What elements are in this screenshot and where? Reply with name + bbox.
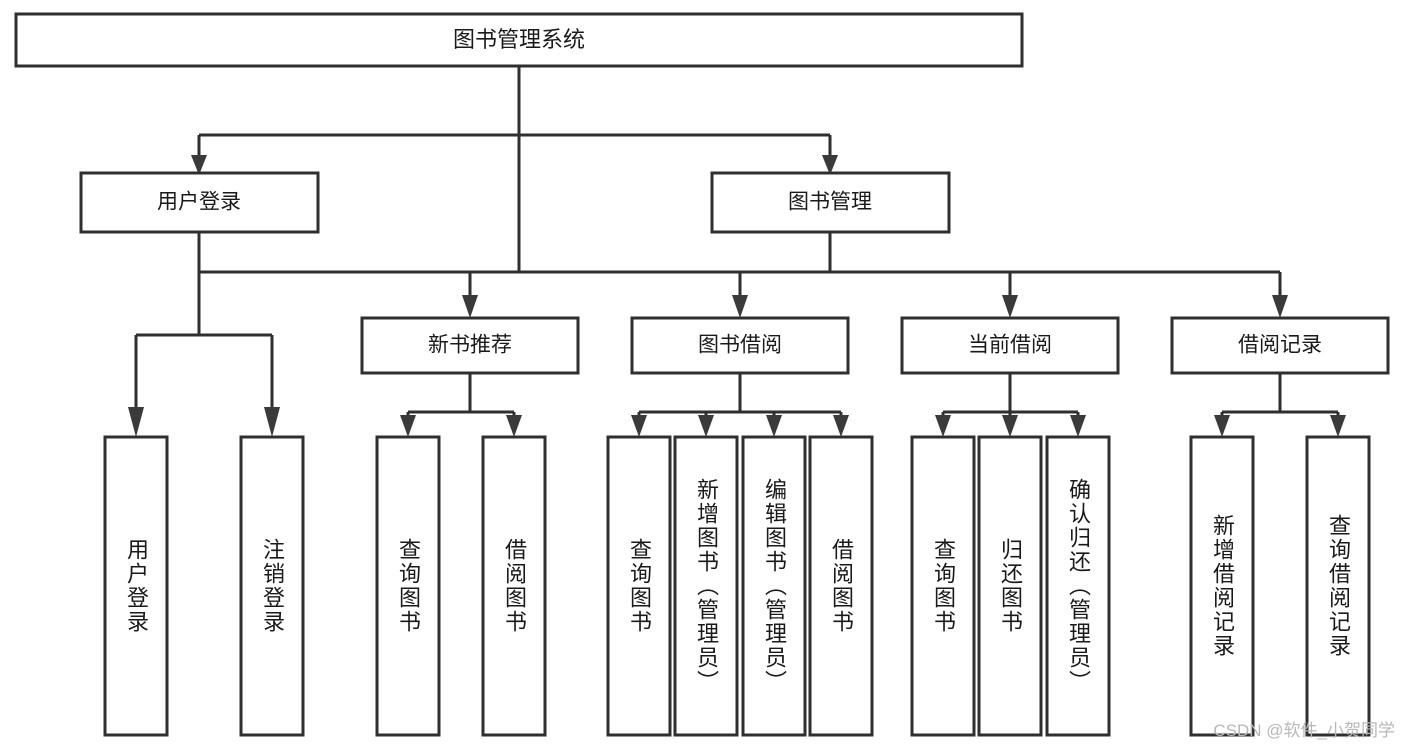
arrow-leaf-borrow-book-1 — [506, 415, 522, 437]
arrow-leaf-logout — [264, 407, 280, 437]
arrow-book-borrow — [732, 295, 748, 318]
node-user-login-box[interactable] — [79, 171, 320, 234]
node-book-management-box[interactable] — [710, 171, 951, 234]
arrow-leaf-add-book — [698, 415, 714, 437]
node-root-box[interactable] — [14, 12, 1024, 68]
arrow-user-login — [191, 155, 207, 175]
node-new-book-recommend-box[interactable] — [360, 316, 580, 375]
node-current-borrow-label: 当前借阅 — [968, 334, 1052, 357]
node-book-borrow-label: 图书借阅 — [698, 334, 782, 357]
node-current-borrow-box[interactable] — [900, 316, 1120, 375]
arrow-current-borrow — [1002, 295, 1018, 318]
node-leaf-borrow-book-1-box[interactable] — [481, 435, 547, 737]
node-new-book-recommend-label: 新书推荐 — [428, 334, 512, 357]
arrow-leaf-user-login — [128, 407, 144, 437]
node-user-login-label: 用户登录 — [157, 191, 241, 214]
edges-layer — [128, 66, 1346, 437]
node-leaf-add-book-box[interactable] — [673, 435, 739, 737]
arrow-leaf-confirm-return — [1070, 415, 1086, 437]
node-leaf-logout-box[interactable] — [239, 435, 305, 737]
node-book-borrow-box[interactable] — [630, 316, 850, 375]
node-leaf-add-record-box[interactable] — [1189, 435, 1255, 737]
node-leaf-confirm-return-box[interactable] — [1045, 435, 1111, 737]
node-leaf-query-book-2-box[interactable] — [606, 435, 672, 737]
node-root-label: 图书管理系统 — [453, 27, 585, 52]
node-borrow-record-box[interactable] — [1170, 316, 1390, 375]
arrow-new-book — [462, 295, 478, 318]
node-borrow-record-label: 借阅记录 — [1238, 334, 1322, 357]
node-book-management-label: 图书管理 — [788, 191, 872, 214]
node-leaf-edit-book-box[interactable] — [741, 435, 807, 737]
arrow-leaf-return-book — [1002, 415, 1018, 437]
arrow-leaf-query-book-3 — [935, 415, 951, 437]
node-leaf-query-book-3-box[interactable] — [910, 435, 976, 737]
node-leaf-query-book-1-box[interactable] — [375, 435, 441, 737]
arrow-leaf-query-book-1 — [400, 415, 416, 437]
nodes-layer: 图书管理系统 用户登录 图书管理 新书推荐 图书借阅 当前借阅 借阅记录 — [14, 12, 1390, 737]
arrow-leaf-query-record — [1330, 415, 1346, 437]
arrow-leaf-add-record — [1214, 415, 1230, 437]
arrow-book-management — [822, 155, 838, 175]
arrow-leaf-borrow-book-2 — [833, 415, 849, 437]
node-leaf-return-book-box[interactable] — [977, 435, 1043, 737]
node-leaf-borrow-book-2-box[interactable] — [808, 435, 874, 737]
node-leaf-user-login-box[interactable] — [103, 435, 169, 737]
arrow-leaf-query-book-2 — [631, 415, 647, 437]
csdn-watermark: CSDN @软件_小贺同学 — [1213, 721, 1395, 740]
arrow-borrow-record — [1272, 295, 1288, 318]
node-leaf-query-record-box[interactable] — [1305, 435, 1371, 737]
arrow-leaf-edit-book — [766, 415, 782, 437]
